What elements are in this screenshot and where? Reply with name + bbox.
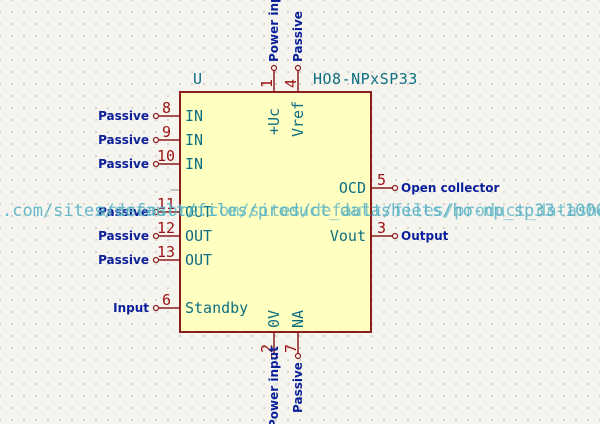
pin-13-end[interactable] [152, 256, 160, 264]
pin-8-name: IN [185, 107, 204, 125]
pin-2-name: 0V [265, 309, 283, 328]
reference-designator[interactable]: U [193, 70, 203, 88]
pin-12-end[interactable] [152, 232, 160, 240]
pin-7-type: Passive [291, 362, 305, 413]
pin-11-type: Passive [98, 205, 149, 219]
pin-4-number: 4 [282, 78, 300, 88]
pin-10-end[interactable] [152, 160, 160, 168]
pin-13-number: 13 [157, 243, 176, 261]
pin-8-end[interactable] [152, 112, 160, 120]
pin-2-type: Power input [267, 346, 281, 424]
pin-8-number: 8 [162, 99, 172, 117]
pin-11-name: OUT [185, 203, 213, 221]
pin-7-end[interactable] [294, 352, 302, 360]
pin-1-end[interactable] [270, 64, 278, 72]
pin-6-end[interactable] [152, 304, 160, 312]
pin-10-name: IN [185, 155, 204, 173]
pin-9-type: Passive [98, 133, 149, 147]
pin-13-name: OUT [185, 251, 213, 269]
pin-8-type: Passive [98, 109, 149, 123]
pin-7-number: 7 [282, 343, 300, 353]
value-field[interactable]: HO8-NPxSP33 [313, 70, 418, 88]
pin-1-number: 1 [258, 78, 276, 88]
pin-11-end[interactable] [152, 208, 160, 216]
pin-7-name: NA [289, 309, 307, 328]
pin-5-name: OCD [338, 179, 366, 197]
pin-2-end[interactable] [270, 352, 278, 360]
pin-10-number: 10 [157, 147, 176, 165]
pin-5-number: 5 [377, 171, 387, 189]
pin-12-name: OUT [185, 227, 213, 245]
pin-10-type: Passive [98, 157, 149, 171]
pin-4-type: Passive [291, 11, 305, 62]
datasheet-field-overlap: arcsensors.com/sites/default/files/produ… [96, 201, 600, 221]
pin-9-name: IN [185, 131, 204, 149]
pin-3-type: Output [401, 229, 449, 243]
pin-12-number: 12 [157, 219, 176, 237]
pin-3-end[interactable] [391, 232, 399, 240]
datasheet-field[interactable]: .com/sites/default/files/product_datashe… [2, 201, 600, 221]
pin-11-number: 11 [157, 195, 176, 213]
pin-12-type: Passive [98, 229, 149, 243]
pin-5-end[interactable] [391, 184, 399, 192]
pin-5-type: Open collector [401, 181, 500, 195]
pin-1-name: +Uc [265, 107, 283, 135]
pin-3-name: Vout [329, 227, 366, 245]
pin-6-type: Input [113, 301, 149, 315]
pin-13-type: Passive [98, 253, 149, 267]
pin-6-name: Standby [185, 299, 249, 317]
pin-6-number: 6 [162, 291, 172, 309]
pin-4-end[interactable] [294, 64, 302, 72]
pin-1-type: Power input [267, 0, 281, 62]
pin-4-name: Vref [289, 100, 307, 137]
pin-3-number: 3 [377, 219, 387, 237]
pin-9-number: 9 [162, 123, 172, 141]
pin-9-end[interactable] [152, 136, 160, 144]
